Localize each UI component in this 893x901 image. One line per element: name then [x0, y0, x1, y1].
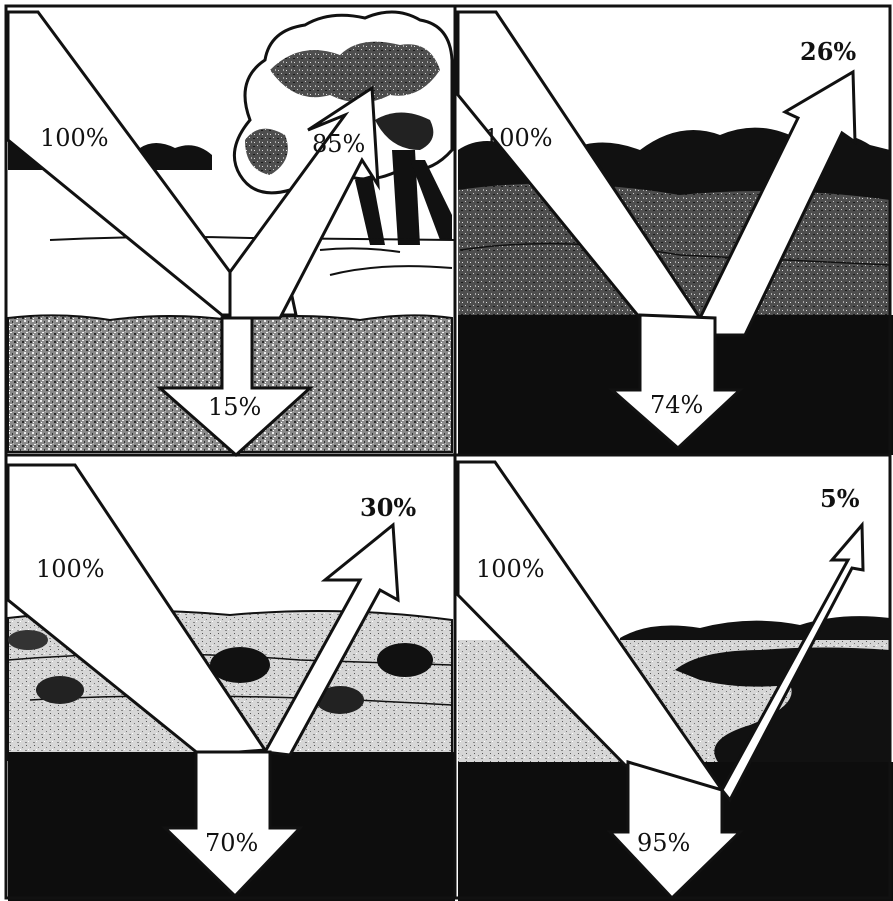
absorbed-arrow — [156, 316, 314, 458]
absorbed-label: 15% — [208, 393, 261, 421]
shrub — [8, 630, 48, 650]
incoming-label: 100% — [40, 124, 109, 152]
incoming-label: 100% — [484, 124, 553, 152]
island — [675, 647, 890, 765]
absorbed-arrow — [606, 759, 744, 901]
shrub — [316, 686, 364, 714]
reflected-label: 30% — [360, 493, 416, 522]
reflected-label: 85% — [312, 130, 365, 158]
shrub — [210, 647, 270, 683]
reflected-label: 26% — [800, 37, 856, 66]
shrub — [377, 643, 433, 677]
absorbed-label: 70% — [205, 829, 258, 857]
panel-trees — [0, 0, 456, 455]
shrub — [36, 676, 84, 704]
panel-frame — [4, 4, 892, 900]
absorbed-arrow — [161, 750, 304, 899]
incoming-label: 100% — [476, 555, 545, 583]
arrows — [6, 10, 865, 901]
incoming-label: 100% — [36, 555, 105, 583]
reflected-arrow — [262, 522, 400, 757]
reflected-arrow — [720, 521, 865, 803]
absorbed-arrow — [608, 313, 744, 451]
reflected-label: 5% — [820, 484, 860, 513]
tree — [232, 10, 454, 245]
absorbed-label: 95% — [637, 829, 690, 857]
labels: 100% 85% 15% 100% 26% 74% 100% 30% 70% 1… — [36, 37, 860, 857]
absorbed-label: 74% — [650, 391, 703, 419]
